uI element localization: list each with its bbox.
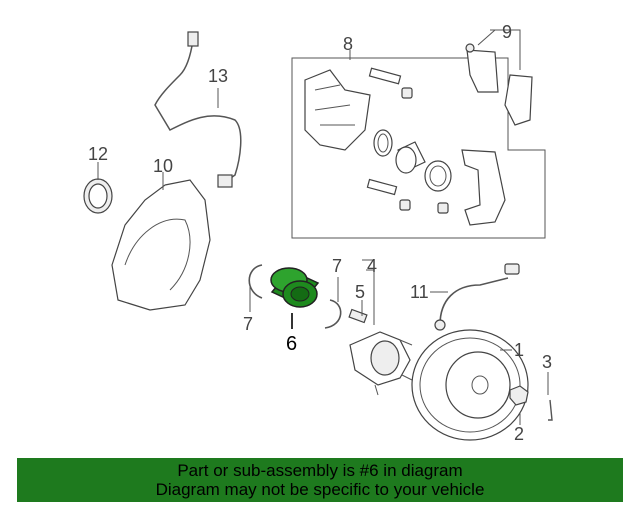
caliper-piston — [395, 141, 426, 174]
piston-seal — [373, 129, 393, 157]
leader-lines — [97, 50, 549, 425]
callout-8: 8 — [343, 34, 353, 54]
caliper-guide-bolt-lower — [366, 178, 411, 211]
brake-pad-outer — [504, 74, 533, 126]
brake-rotor — [411, 329, 529, 441]
snap-ring-right — [324, 299, 342, 329]
brake-hose — [434, 263, 520, 331]
callout-6: 6 — [286, 333, 297, 355]
bracket-clip — [437, 202, 449, 214]
callout-9: 9 — [502, 22, 512, 42]
banner-line-1: Part or sub-assembly is #6 in diagram — [177, 461, 463, 480]
piston-boot — [424, 160, 452, 192]
callout-4: 4 — [367, 256, 377, 276]
callout-10: 10 — [153, 156, 173, 176]
caliper-kit-panel — [291, 57, 546, 239]
info-banner: Part or sub-assembly is #6 in diagram Di… — [17, 458, 623, 502]
banner-line-2: Diagram may not be specific to your vehi… — [155, 480, 485, 499]
wheel-hub — [349, 331, 413, 396]
callout-5: 5 — [355, 282, 365, 302]
abs-sensor-wire — [154, 31, 242, 188]
callout-12: 12 — [88, 144, 108, 164]
callout-7-left: 7 — [243, 314, 253, 334]
brake-pad-inner — [465, 43, 499, 93]
snap-ring-left — [248, 264, 263, 299]
caliper-bracket — [461, 149, 506, 226]
wheel-bearing-highlighted[interactable] — [270, 267, 320, 308]
caliper-body — [304, 69, 371, 151]
callout-13: 13 — [208, 66, 228, 86]
callout-2: 2 — [514, 424, 524, 444]
callout-1: 1 — [514, 340, 524, 360]
hub-bolt — [348, 308, 368, 324]
dust-shield — [111, 179, 211, 311]
callout-7-right: 7 — [332, 256, 342, 276]
abs-tone-ring — [83, 178, 113, 214]
lug-nut — [509, 385, 529, 406]
parts-diagram: 8 9 13 12 10 7 6 7 4 5 11 1 3 2 — [83, 22, 553, 444]
cotter-pin — [548, 399, 553, 421]
callout-11: 11 — [410, 282, 429, 302]
caliper-guide-bolt-upper — [368, 67, 413, 99]
callout-3: 3 — [542, 352, 552, 372]
